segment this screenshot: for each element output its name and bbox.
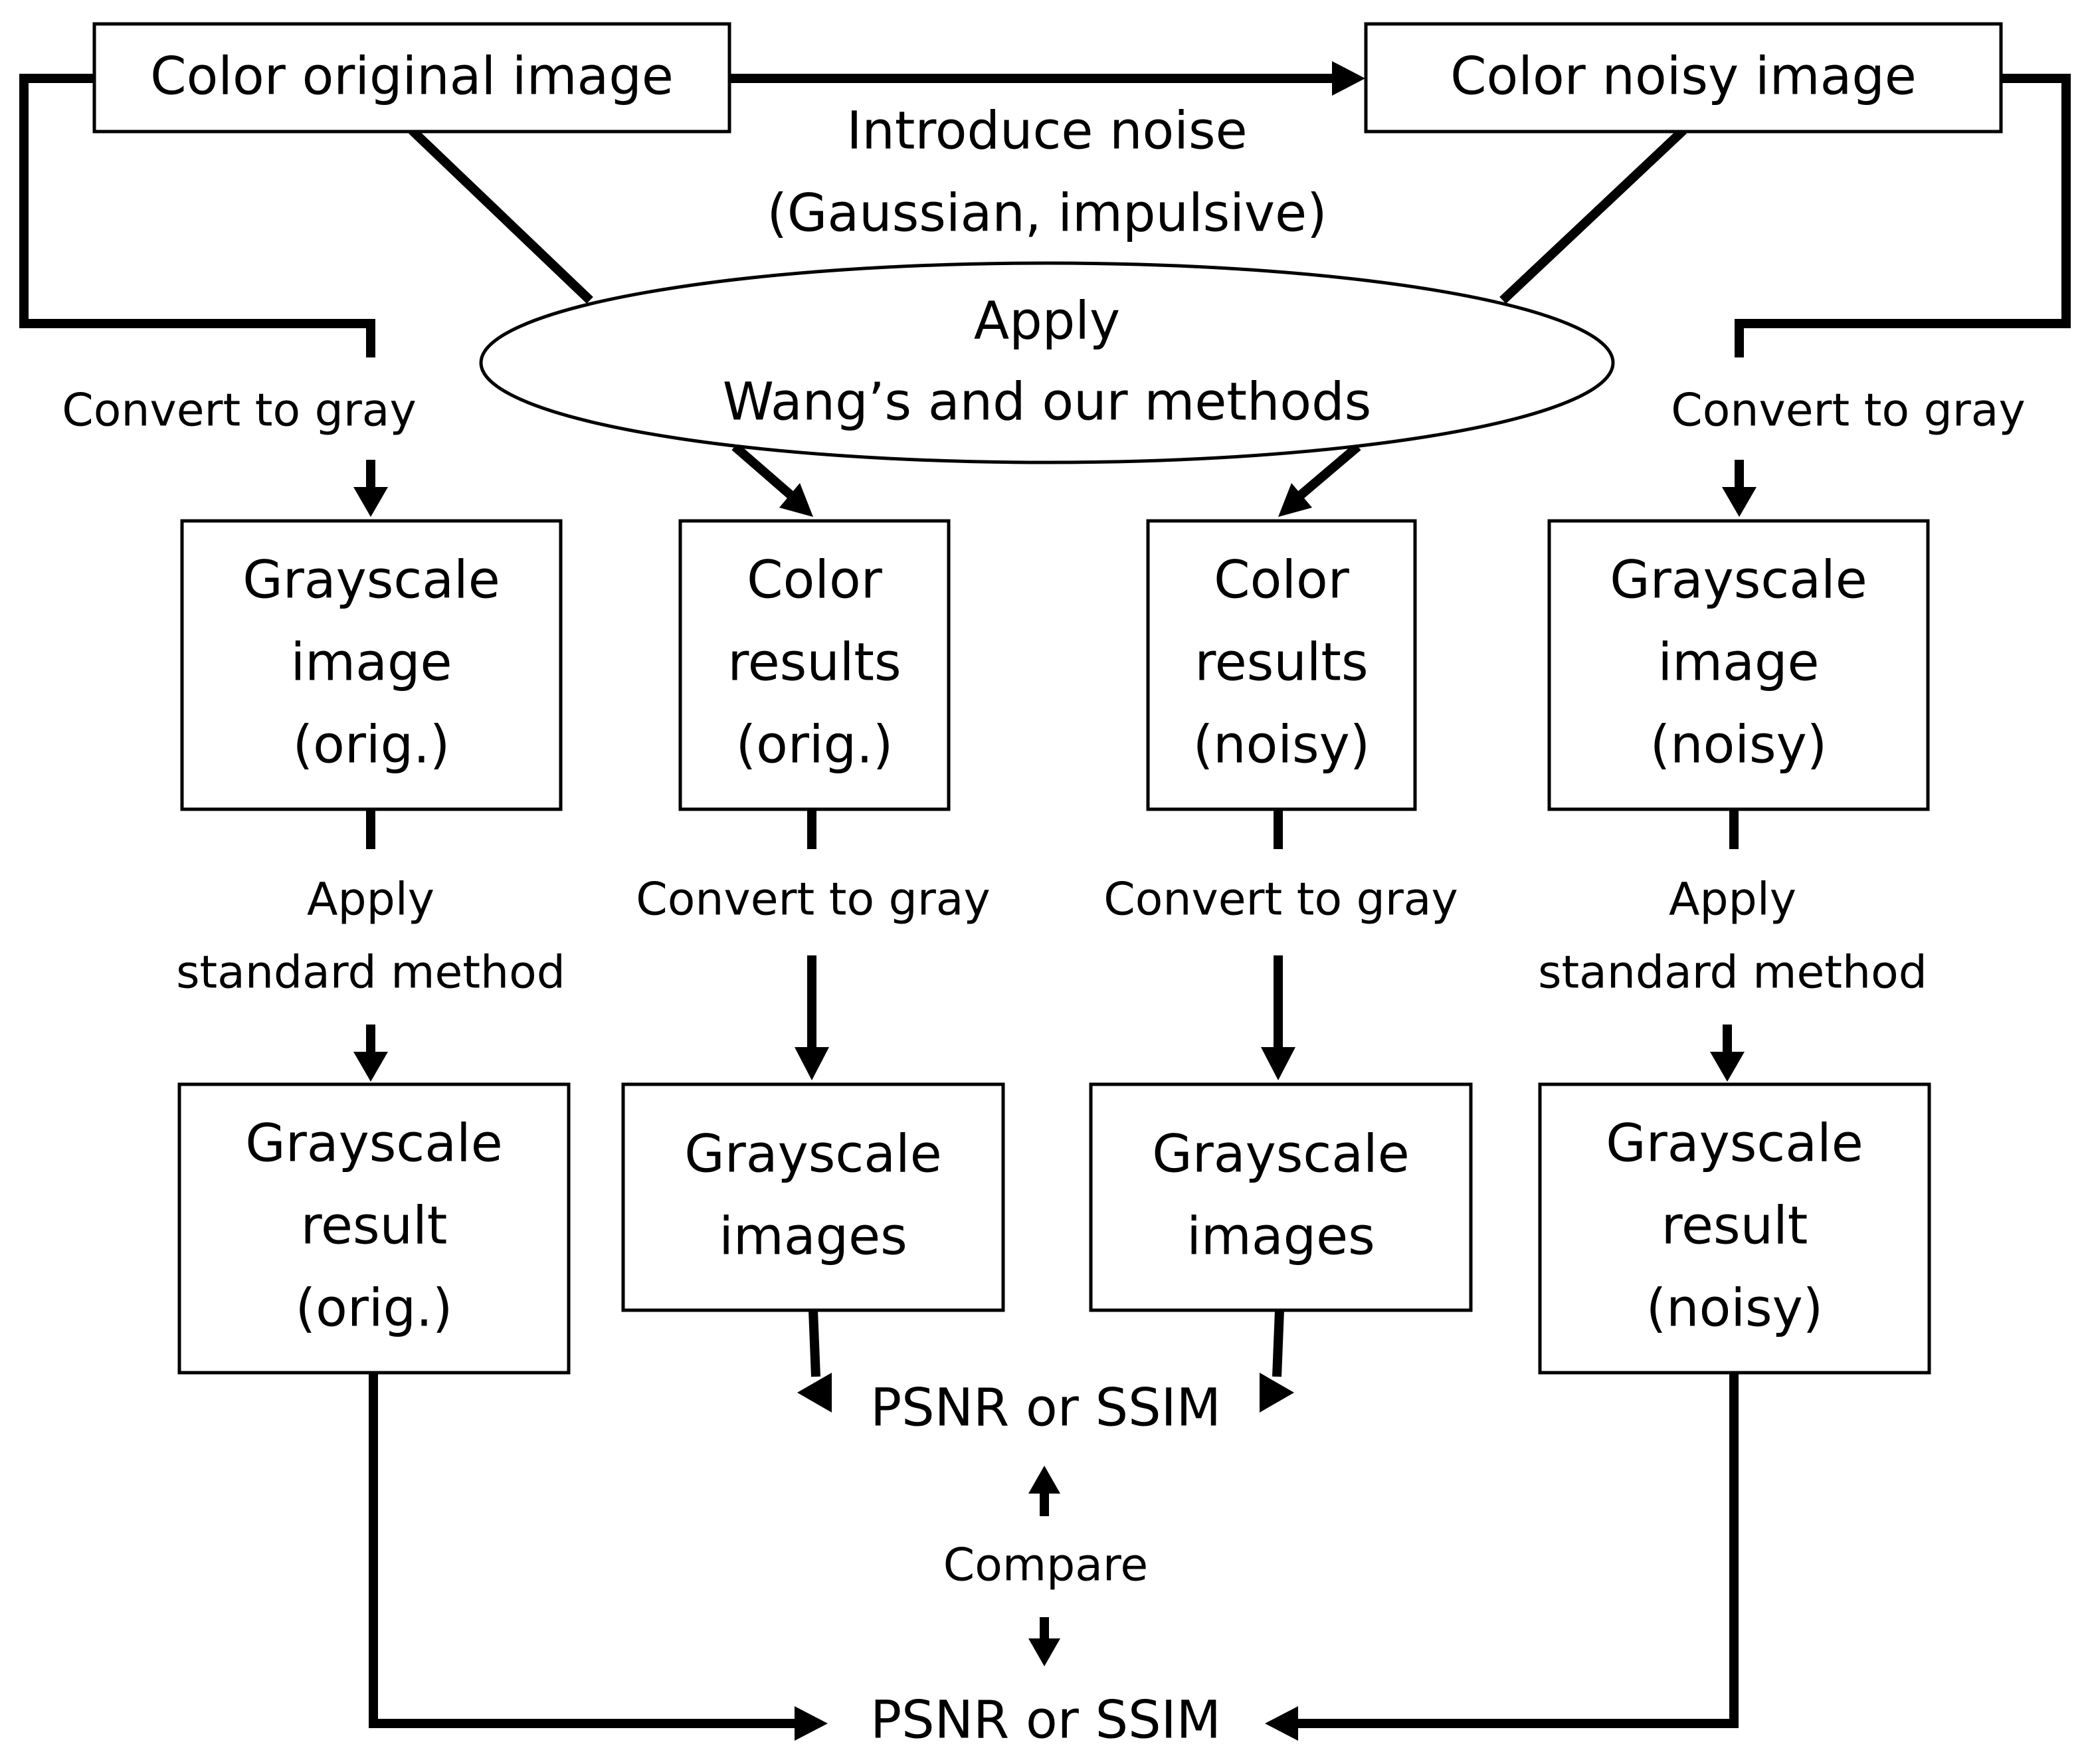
node-color-original: Color original image bbox=[92, 22, 731, 134]
node-label: (noisy) bbox=[1646, 1278, 1824, 1338]
label-apply-std-left-line2: standard method bbox=[176, 947, 565, 999]
connector-grayimg2-to-psnr bbox=[1272, 1310, 1284, 1377]
node-label: images bbox=[719, 1207, 907, 1266]
node-gray-orig-image: Grayscale image (orig.) bbox=[180, 519, 563, 811]
node-color-results-orig: Color results (orig.) bbox=[678, 519, 951, 811]
arrowhead bbox=[1265, 1706, 1298, 1741]
node-label: Grayscale bbox=[684, 1124, 941, 1184]
node-gray-result-orig: Grayscale result (orig.) bbox=[177, 1082, 571, 1375]
node-label: Color bbox=[747, 550, 883, 610]
label-convert-to-gray-mid-left: Convert to gray bbox=[636, 874, 990, 926]
node-color-results-noisy: Color results (noisy) bbox=[1146, 519, 1417, 811]
node-label: Grayscale bbox=[1610, 550, 1867, 610]
label-line: Introduce noise bbox=[846, 101, 1247, 161]
label-convert-to-gray-mid-right: Convert to gray bbox=[1103, 874, 1458, 926]
label-introduce-noise: Introduce noise (Gaussian, impulsive) bbox=[767, 101, 1327, 243]
node-label: (orig.) bbox=[293, 715, 450, 775]
node-label: (orig.) bbox=[296, 1278, 453, 1338]
node-label: Grayscale bbox=[1606, 1114, 1863, 1173]
connector-original-to-gray-left bbox=[19, 74, 375, 357]
node-label: images bbox=[1187, 1207, 1375, 1266]
label-apply-std-left: Apply bbox=[307, 874, 434, 926]
node-gray-noisy-image: Grayscale image (noisy) bbox=[1547, 519, 1930, 811]
label-compare: Compare bbox=[943, 1539, 1148, 1592]
node-label: results bbox=[727, 633, 901, 692]
arrowhead bbox=[353, 1052, 388, 1082]
arrowhead bbox=[1028, 1466, 1060, 1494]
node-label: result bbox=[301, 1196, 448, 1256]
node-label: (noisy) bbox=[1193, 715, 1371, 775]
node-gray-images-2: Grayscale images bbox=[1089, 1082, 1473, 1312]
arrowhead bbox=[1028, 1638, 1060, 1666]
output-psnr-ssim-bottom: PSNR or SSIM bbox=[870, 1690, 1221, 1750]
connector-result-noisy-to-psnr bbox=[1291, 1369, 1739, 1728]
node-label: result bbox=[1662, 1196, 1808, 1256]
node-label: image bbox=[1658, 633, 1820, 692]
node-label: (orig.) bbox=[736, 715, 894, 775]
connector-methods-to-color-noisy bbox=[1297, 442, 1361, 499]
node-gray-result-noisy: Grayscale result (noisy) bbox=[1538, 1082, 1931, 1375]
node-apply-methods: Apply Wang’s and our methods bbox=[479, 261, 1615, 464]
arrowhead bbox=[1710, 1052, 1745, 1082]
node-label: Grayscale bbox=[245, 1114, 502, 1173]
arrowhead bbox=[795, 1047, 829, 1080]
arrowhead bbox=[797, 1373, 832, 1413]
output-psnr-ssim-top: PSNR or SSIM bbox=[870, 1378, 1221, 1438]
arrowhead bbox=[1261, 1047, 1295, 1080]
label-convert-to-gray-right: Convert to gray bbox=[1671, 385, 2025, 437]
label-apply-std-right: Apply bbox=[1669, 874, 1796, 926]
node-label: Wang’s and our methods bbox=[723, 372, 1372, 432]
connector-original-to-methods bbox=[409, 126, 593, 304]
node-label: Color noisy image bbox=[1450, 47, 1917, 106]
node-label: Grayscale bbox=[1152, 1124, 1409, 1184]
label-line: (Gaussian, impulsive) bbox=[767, 183, 1327, 243]
label-apply-std-right-line2: standard method bbox=[1538, 947, 1927, 999]
node-label: Color original image bbox=[150, 47, 674, 106]
arrowhead bbox=[779, 483, 813, 517]
node-label: Grayscale bbox=[242, 550, 500, 610]
node-label: image bbox=[291, 633, 452, 692]
arrowhead bbox=[353, 487, 388, 517]
node-label: Color bbox=[1214, 550, 1350, 610]
arrowhead bbox=[795, 1706, 828, 1741]
node-label: results bbox=[1194, 633, 1368, 692]
arrowhead bbox=[1332, 61, 1365, 96]
node-label: Apply bbox=[974, 291, 1120, 351]
label-convert-to-gray-left: Convert to gray bbox=[62, 385, 416, 437]
connector-result-orig-to-psnr bbox=[369, 1369, 801, 1728]
arrowhead bbox=[1722, 487, 1757, 517]
node-label: (noisy) bbox=[1650, 715, 1828, 775]
connector-noisy-to-gray-right bbox=[1735, 74, 2071, 357]
connector-grayimg1-to-psnr bbox=[808, 1310, 820, 1377]
arrowhead bbox=[1260, 1373, 1294, 1413]
node-gray-images-1: Grayscale images bbox=[621, 1082, 1005, 1312]
arrowhead bbox=[1278, 483, 1312, 517]
connector-noisy-to-methods bbox=[1499, 126, 1687, 304]
connector-methods-to-color-orig bbox=[731, 442, 794, 499]
node-color-noisy: Color noisy image bbox=[1364, 22, 2003, 134]
